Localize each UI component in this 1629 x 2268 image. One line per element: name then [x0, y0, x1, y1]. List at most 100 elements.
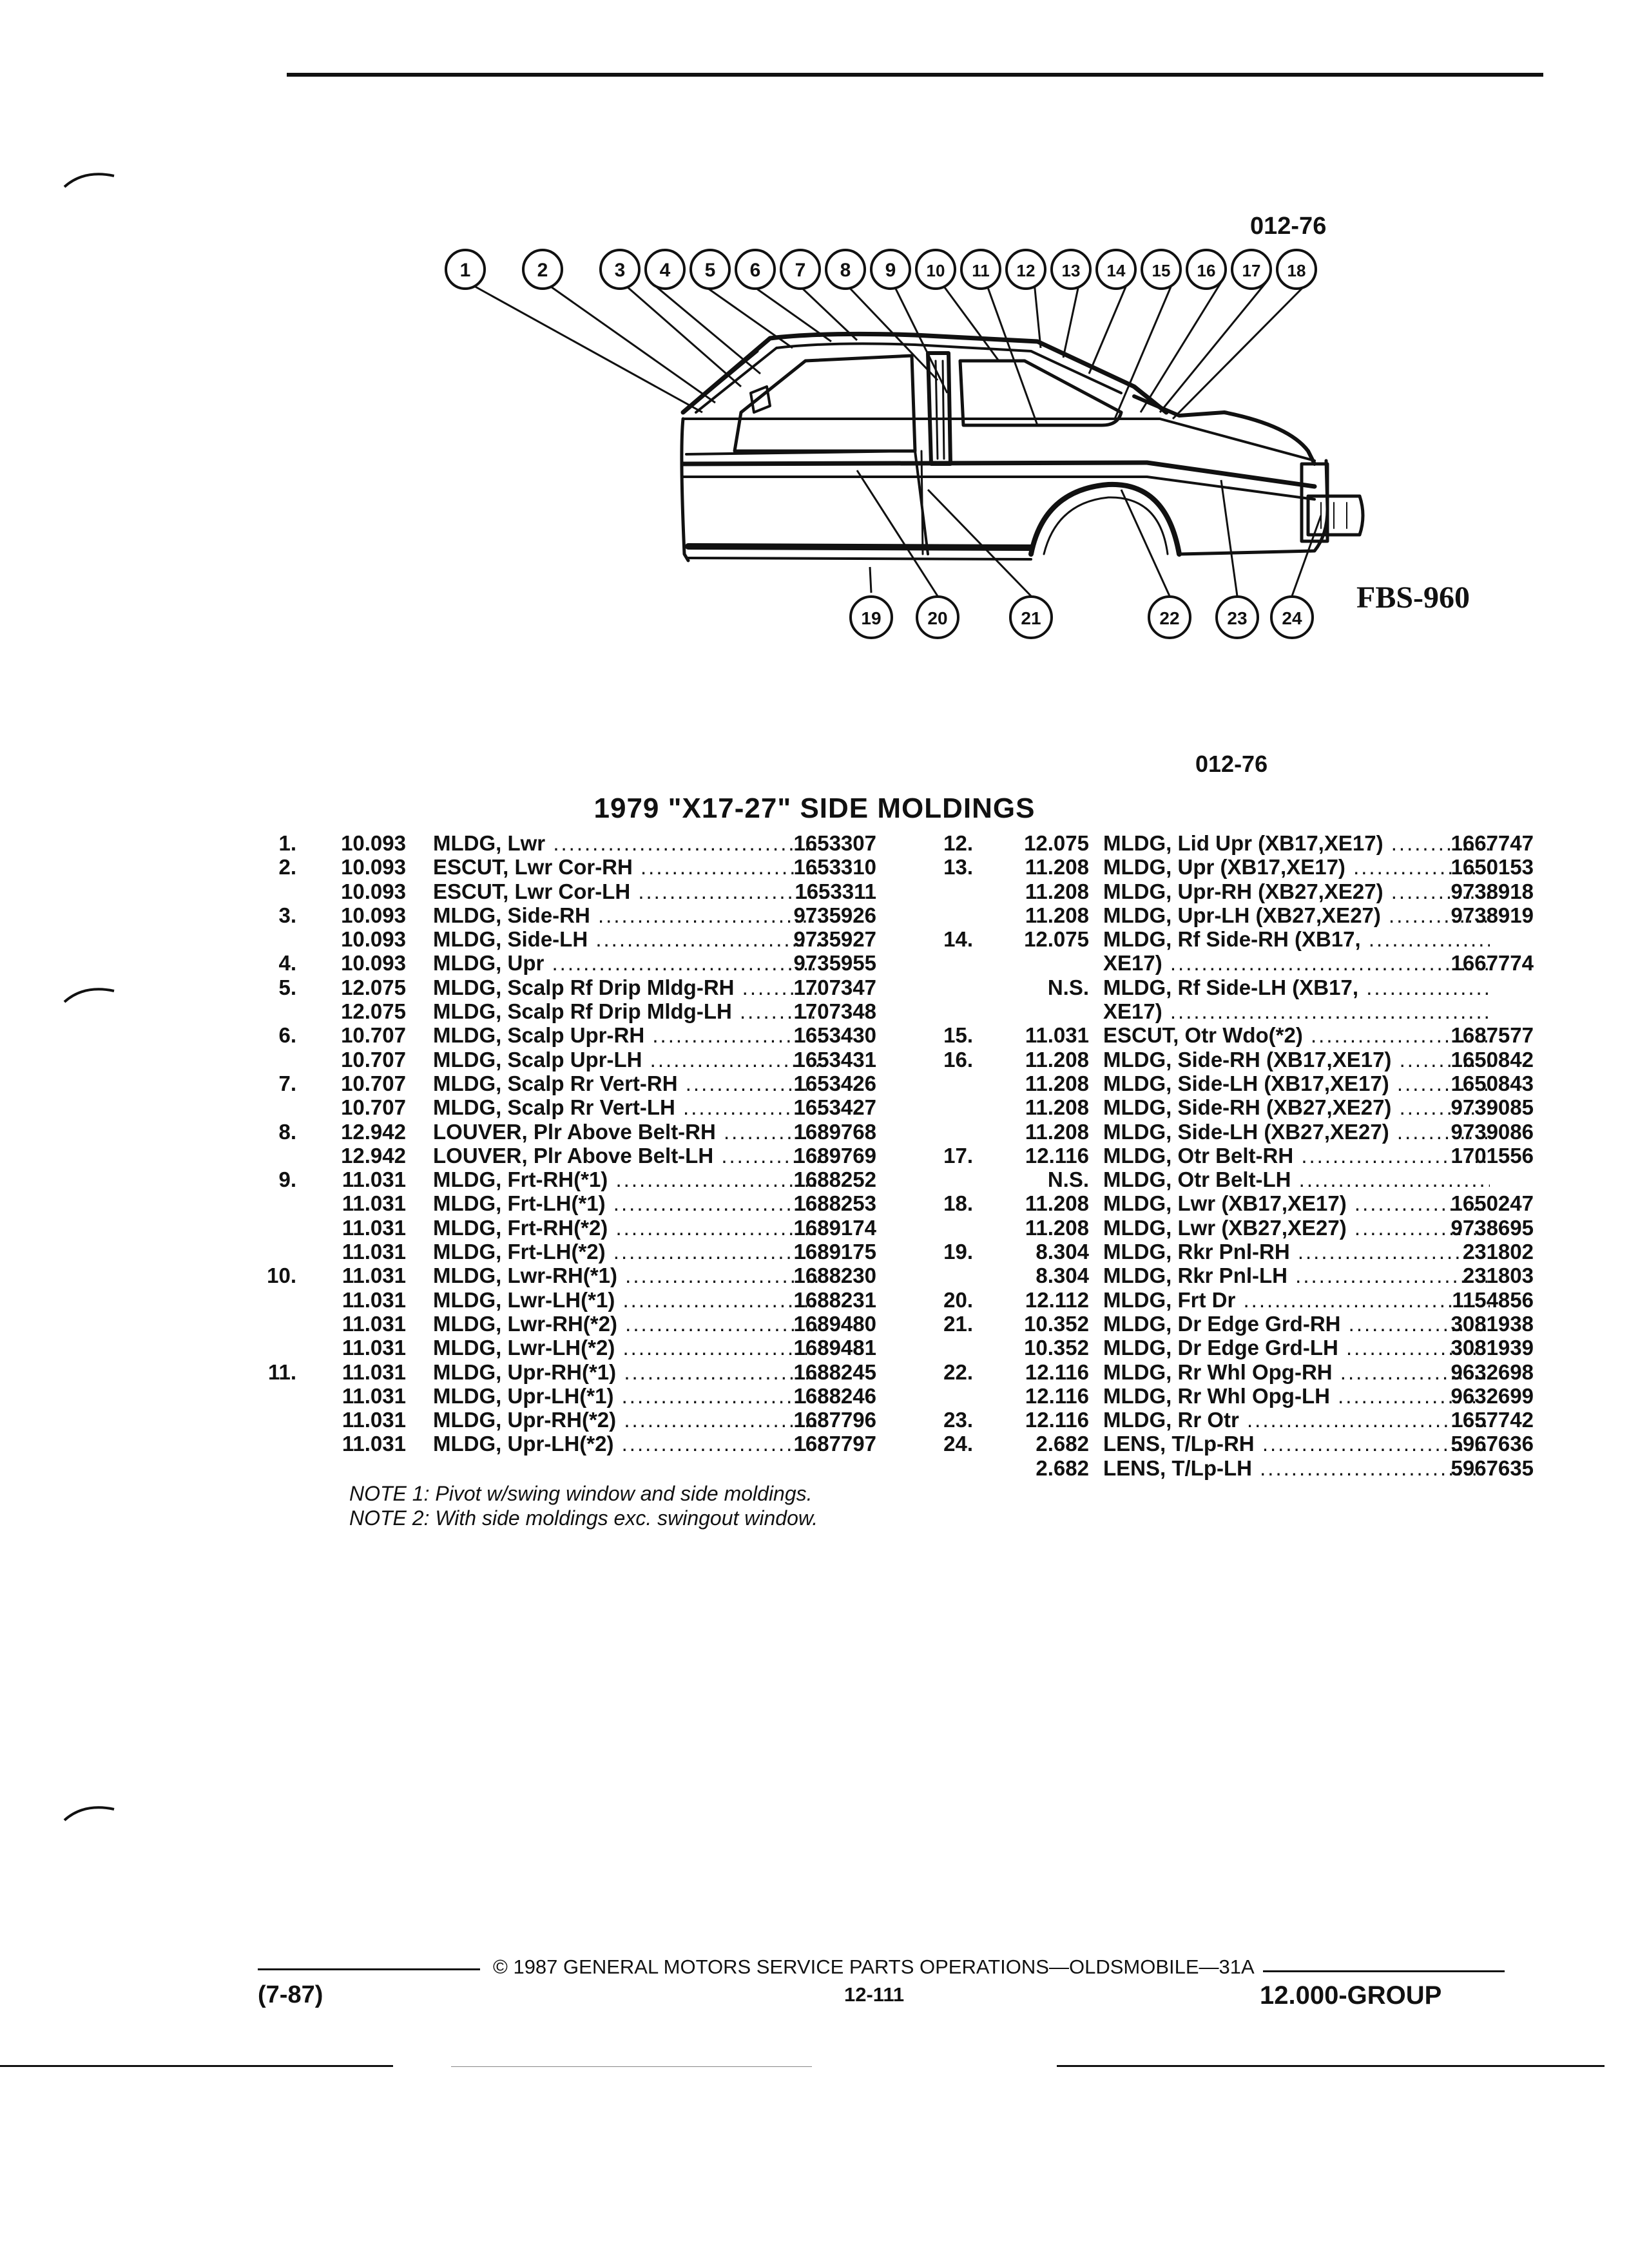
item-description-text: MLDG, Frt-RH(*2) [433, 1215, 608, 1240]
group-number: 11.031 [342, 1408, 406, 1432]
group-number: 10.093 [341, 831, 406, 855]
item-description-text: MLDG, Rkr Pnl-RH [1103, 1240, 1290, 1264]
callout-21: 21 [1021, 608, 1041, 628]
part-number: 1650247 [1451, 1191, 1534, 1216]
part-number: 1667747 [1451, 831, 1534, 855]
car-front-window [733, 354, 917, 453]
item-description: XE17) ..................................… [1103, 951, 1490, 975]
footer-date: (7-87) [258, 1981, 323, 2008]
part-number: 1154856 [1452, 1287, 1534, 1312]
part-number: 9739086 [1451, 1119, 1534, 1144]
item-number: 22. [943, 1360, 973, 1384]
callout-7: 7 [795, 260, 806, 281]
item-description-text: MLDG, Rf Side-RH (XB17, [1103, 927, 1361, 952]
group-number: 11.031 [342, 1168, 406, 1192]
item-description: ESCUT, Otr Wdo(*2) .....................… [1103, 1023, 1490, 1047]
group-number: 11.031 [342, 1264, 406, 1288]
item-number: 10. [267, 1264, 296, 1288]
car-rocker-molding [685, 543, 1034, 551]
item-description: MLDG, Rr Otr ...........................… [1103, 1408, 1490, 1432]
figure-reference: FBS-960 [1356, 581, 1470, 615]
item-description: MLDG, Upr-RH(*2) .......................… [433, 1408, 826, 1432]
item-description: MLDG, Rr Whl Opg-RH ....................… [1103, 1360, 1490, 1384]
group-number: 11.031 [342, 1311, 406, 1336]
item-number: 14. [943, 927, 973, 952]
section-title: 1979 "X17-27" SIDE MOLDINGS [593, 793, 1036, 824]
part-number: 1653307 [793, 831, 876, 855]
footer-group: 12.000-GROUP [1260, 1981, 1442, 2010]
item-description-text: MLDG, Upr-RH(*1) [433, 1360, 617, 1384]
item-description: MLDG, Frt-RH(*2) .......................… [433, 1216, 826, 1240]
leader-dots: ........................................… [652, 1023, 826, 1048]
group-number: 11.031 [342, 1360, 406, 1384]
callout-16: 16 [1197, 261, 1216, 280]
car-front-end [680, 417, 690, 562]
part-number: 9632698 [1451, 1360, 1534, 1384]
leader-dots: ........................................… [1368, 927, 1490, 952]
part-number: 9735927 [793, 927, 876, 952]
item-description: MLDG, Lwr (XB17,XE17) ..................… [1103, 1191, 1490, 1215]
item-description-text: MLDG, Side-RH (XB17,XE17) [1103, 1047, 1392, 1072]
item-description-text: MLDG, Dr Edge Grd-LH [1103, 1336, 1338, 1360]
part-number: 9735955 [793, 951, 876, 975]
item-description-text: LOUVER, Plr Above Belt-LH [433, 1143, 714, 1168]
part-number: 9738695 [1451, 1215, 1534, 1240]
leader-dots: ........................................… [683, 1095, 826, 1120]
item-description: MLDG, Rkr Pnl-LH .......................… [1103, 1264, 1490, 1287]
leader-dots: ........................................… [553, 831, 826, 855]
car-mirror [749, 385, 771, 414]
item-description: MLDG, Frt-LH(*1) .......................… [433, 1191, 826, 1215]
parts-row: XE17) ..................................… [915, 951, 1534, 975]
item-description-text: MLDG, Dr Edge Grd-RH [1103, 1311, 1341, 1336]
item-number: 7. [278, 1071, 296, 1095]
item-description-text: MLDG, Scalp Rr Vert-LH [433, 1095, 675, 1120]
car-rear-window [958, 359, 1123, 427]
part-number: 1707348 [793, 999, 876, 1024]
group-number: 11.208 [1025, 903, 1089, 927]
item-description-text: LENS, T/Lp-RH [1103, 1432, 1255, 1456]
item-number: 3. [278, 903, 296, 927]
margin-mark-top [63, 173, 115, 188]
callout-11: 11 [972, 261, 990, 280]
group-number: 11.031 [342, 1336, 406, 1360]
leader-dots: ........................................… [613, 1240, 826, 1264]
part-number: 9632699 [1451, 1383, 1534, 1408]
item-description: MLDG, Upr-RH (XB27,XE27) ...............… [1103, 879, 1490, 903]
item-description: MLDG, Scalp Rr Vert-RH .................… [433, 1072, 826, 1095]
leader-dots: ........................................… [595, 927, 826, 952]
leader-dots: ........................................… [1170, 951, 1490, 975]
top-rule [287, 73, 1543, 77]
figure-code-top: 012-76 [1250, 213, 1327, 240]
parts-row: 11.031 MLDG, Upr-RH(*2) .................… [258, 1408, 876, 1432]
callout-2: 2 [537, 260, 548, 281]
leader-dots: ........................................… [1246, 1408, 1490, 1432]
item-description-text: XE17) [1103, 999, 1162, 1024]
group-number: 12.075 [1024, 831, 1089, 855]
item-number: 1. [278, 831, 296, 855]
footer-copyright: © 1987 GENERAL MOTORS SERVICE PARTS OPER… [493, 1956, 1255, 1978]
part-number: 1653427 [793, 1095, 876, 1120]
leader-dots: ........................................… [742, 975, 826, 999]
part-number: 231803 [1462, 1264, 1534, 1288]
part-number: 9738918 [1451, 879, 1534, 903]
item-description-text: MLDG, Frt-LH(*1) [433, 1191, 606, 1216]
leader-dots: ........................................… [597, 903, 826, 927]
leader-dots: ........................................… [638, 879, 826, 903]
leader-dots: ........................................… [1354, 1215, 1490, 1240]
part-number: 1689481 [793, 1336, 876, 1360]
part-number: 1688231 [793, 1287, 876, 1312]
part-number: 1689175 [793, 1240, 876, 1264]
item-number: 17. [943, 1143, 973, 1168]
leader-dots: ........................................… [1297, 1240, 1490, 1264]
item-description-text: MLDG, Scalp Upr-LH [433, 1047, 642, 1072]
item-description: MLDG, Lwr-RH(*1) .......................… [433, 1264, 826, 1287]
item-description: MLDG, Otr Belt-LH ......................… [1103, 1168, 1490, 1191]
